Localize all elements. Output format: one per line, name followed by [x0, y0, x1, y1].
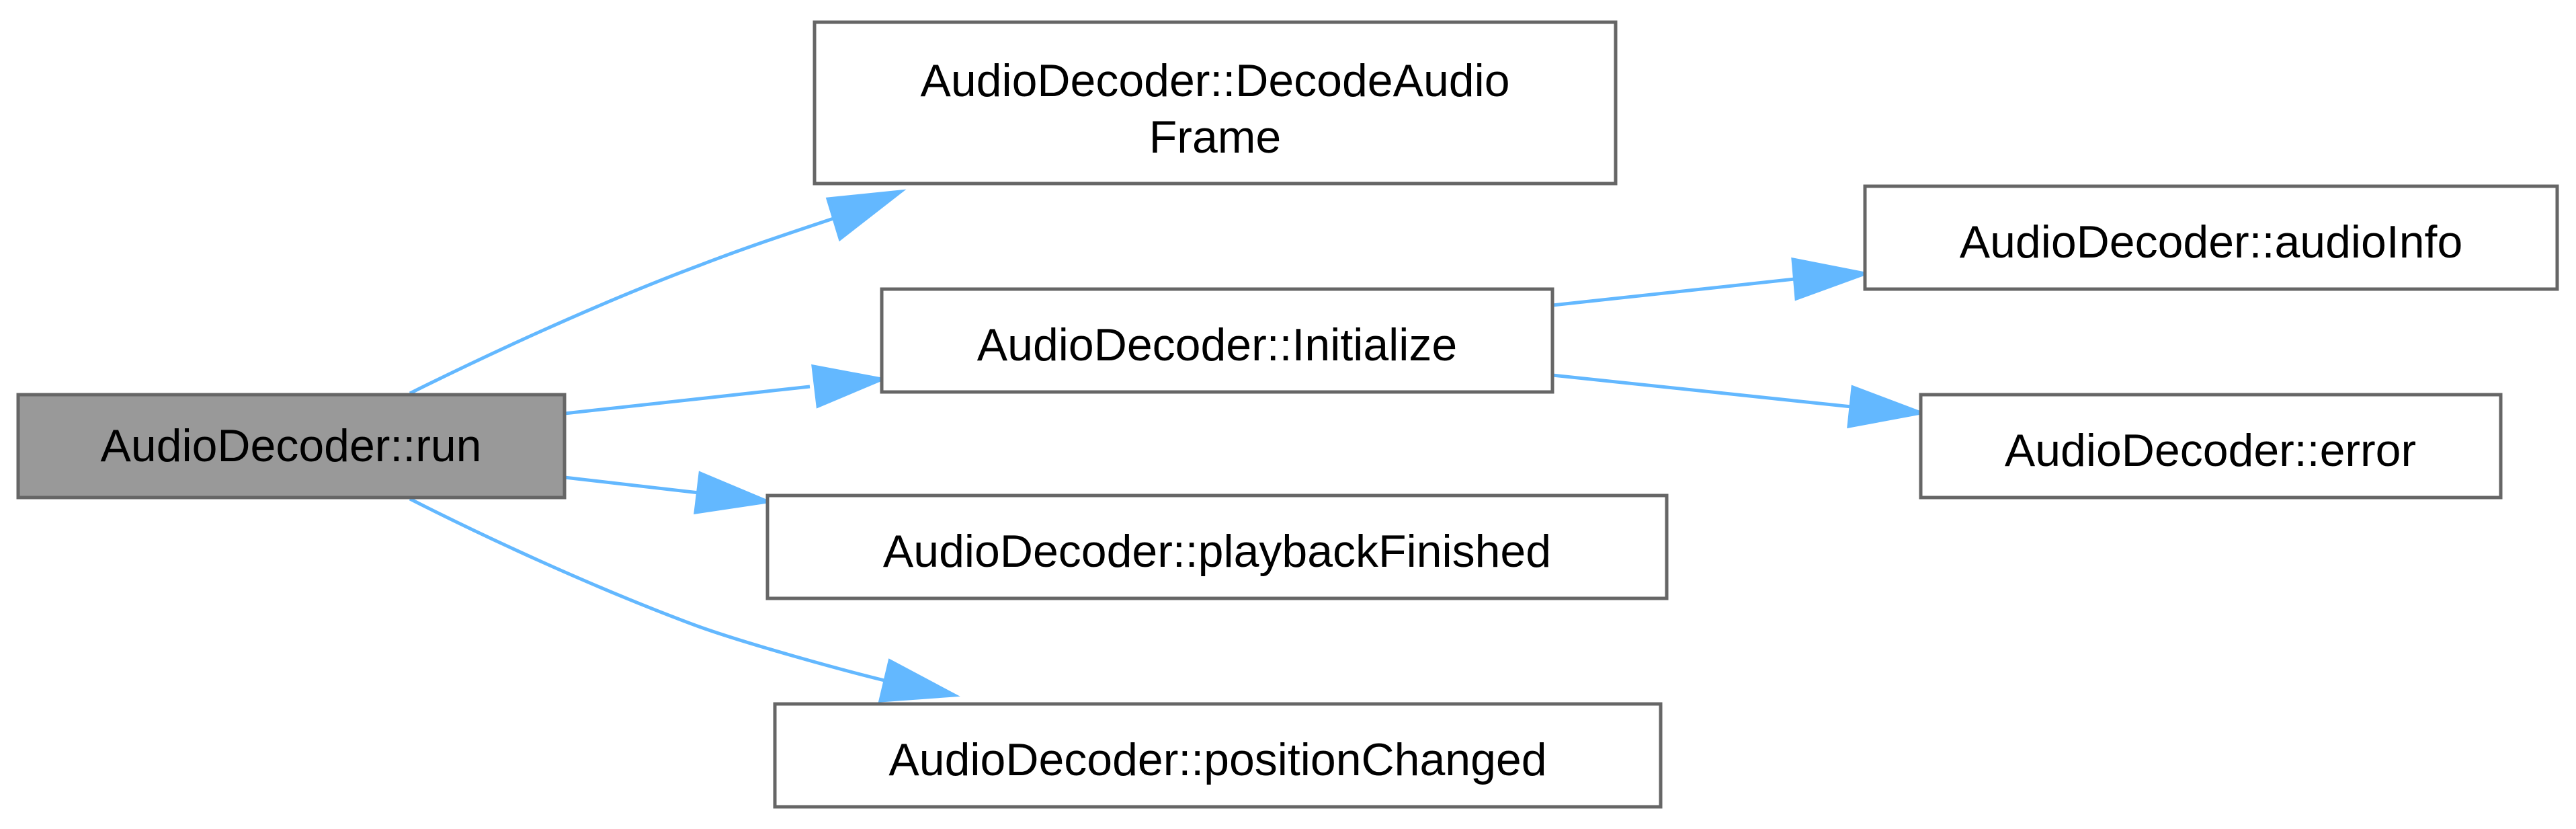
edge-run-to-initialize: [564, 364, 888, 416]
node-label-playback: AudioDecoder::playbackFinished: [883, 526, 1551, 577]
node-label-decode-line-1: AudioDecoder::DecodeAudio: [920, 55, 1509, 106]
node-label-decode-line-2: Frame: [1149, 112, 1281, 163]
node-audiodecoder-initialize[interactable]: AudioDecoder::Initialize: [880, 287, 1554, 394]
node-audiodecoder-error[interactable]: AudioDecoder::error: [1919, 393, 2503, 500]
node-label-position: AudioDecoder::positionChanged: [888, 734, 1546, 785]
node-audiodecoder-audioinfo[interactable]: AudioDecoder::audioInfo: [1863, 184, 2559, 291]
edge-initialize-to-audioinfo: [1552, 257, 1872, 307]
node-label-audioinfo: AudioDecoder::audioInfo: [1960, 216, 2463, 268]
edge-initialize-to-error: [1552, 373, 1927, 429]
node-label-initialize: AudioDecoder::Initialize: [977, 319, 1457, 370]
node-label-run: AudioDecoder::run: [100, 420, 481, 471]
node-audiodecoder-playbackfinished[interactable]: AudioDecoder::playbackFinished: [765, 494, 1669, 600]
node-label-error: AudioDecoder::error: [2005, 425, 2416, 476]
edge-run-to-decode: [409, 189, 907, 395]
node-audiodecoder-run[interactable]: AudioDecoder::run: [16, 393, 567, 500]
edge-run-to-position: [409, 497, 960, 703]
node-audiodecoder-positionchanged[interactable]: AudioDecoder::positionChanged: [773, 702, 1663, 809]
node-audiodecoder-decodeaudioframe[interactable]: AudioDecoder::DecodeAudio Frame: [813, 20, 1618, 186]
edge-run-to-playback: [564, 471, 774, 514]
